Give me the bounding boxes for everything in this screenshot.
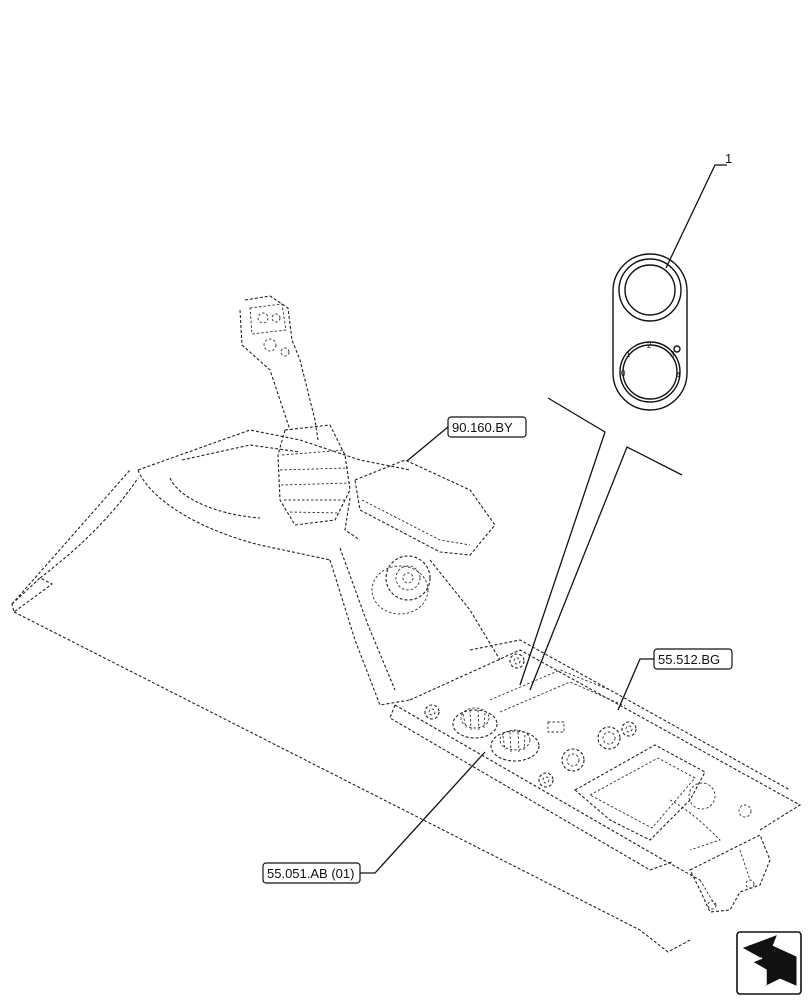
cup-holder-tray: [574, 744, 752, 851]
ref-knobs-label[interactable]: 55.051.AB (01): [267, 866, 354, 881]
console-body: [11, 429, 802, 953]
joystick: [239, 295, 351, 526]
dial-mark: 0: [621, 369, 626, 378]
callout-joystick[interactable]: 90.160.BY: [406, 416, 527, 462]
dial-mark: 2: [647, 341, 652, 350]
callout-console[interactable]: 55.512.BG: [617, 648, 733, 711]
item-number-label: 1: [725, 151, 732, 166]
dial-mark: 1: [626, 350, 631, 359]
armrest: [344, 459, 496, 556]
rotary-knobs: [452, 707, 540, 762]
dial-mark: 3: [670, 350, 675, 359]
ref-joystick-label[interactable]: 90.160.BY: [452, 420, 513, 435]
panel-fasteners: [424, 653, 637, 788]
ref-console-label[interactable]: 55.512.BG: [658, 652, 720, 667]
arrow-return-icon[interactable]: [736, 931, 802, 995]
dial-marks: 0 1 2 3 4: [621, 341, 681, 380]
dial-mark: 4: [676, 371, 681, 380]
pedestal-knob: [371, 555, 431, 615]
explode-guides: [519, 397, 683, 691]
callout-knobs[interactable]: 55.051.AB (01): [262, 751, 486, 884]
callout-item-1: 1: [665, 151, 732, 269]
switch-panel-part: 0 1 2 3 4: [612, 253, 688, 411]
